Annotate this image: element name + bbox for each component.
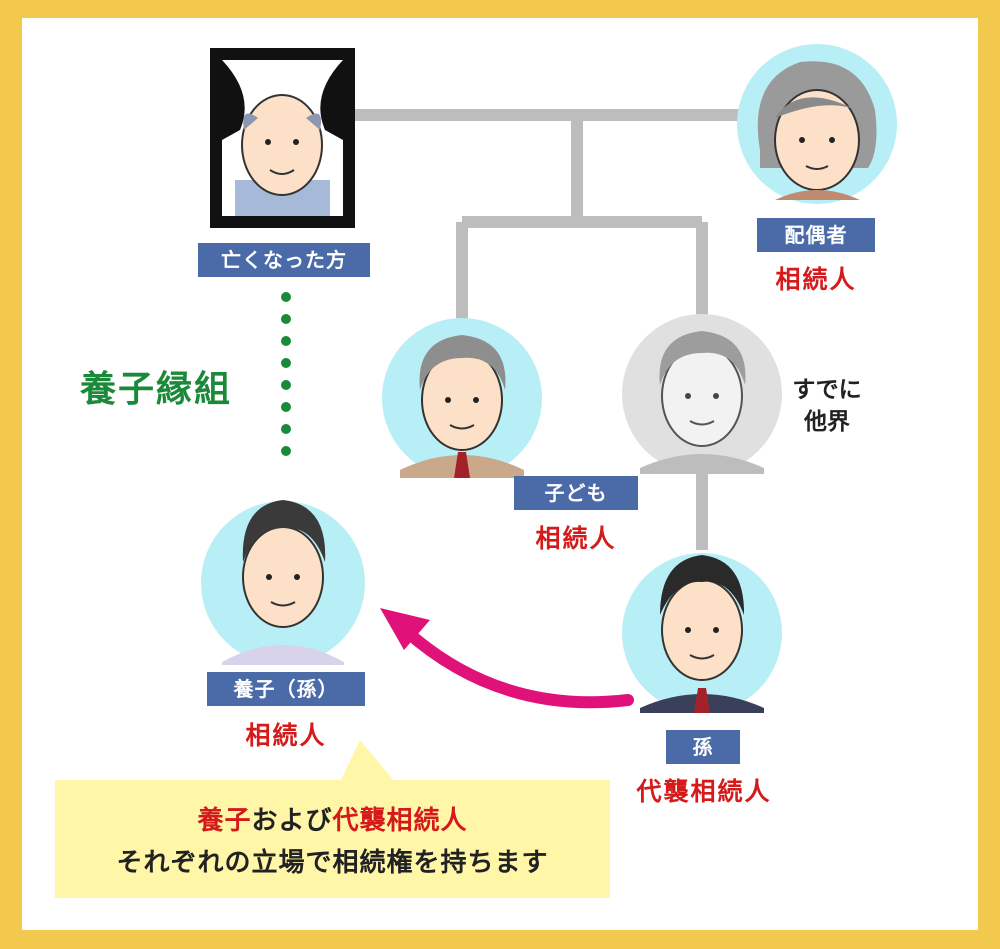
predeceased-note-line1: すでに: [792, 377, 862, 403]
adopted-role: 相続人: [245, 721, 327, 750]
spouse-role: 相続人: [775, 265, 857, 294]
adoption-dotted-line: [281, 292, 291, 456]
callout-bubble: [55, 740, 610, 898]
predeceased-note: すでに 他界: [792, 374, 862, 438]
callout-and: および: [251, 806, 333, 836]
young-man-suit-icon: [622, 553, 782, 713]
middle-aged-man-icon: [382, 318, 542, 478]
elderly-woman-icon: [737, 44, 897, 204]
spouse-tag: 配偶者: [757, 218, 875, 252]
callout-line1: 養子および代襲相続人: [55, 800, 610, 837]
young-man-shirt-icon: [201, 500, 365, 665]
callout-line2: それぞれの立場で相続権を持ちます: [116, 848, 549, 878]
representation-arrow: [380, 608, 634, 709]
child-role: 相続人: [535, 524, 617, 553]
callout-adopted: 養子: [197, 806, 252, 836]
grandchild-role: 代襲相続人: [636, 777, 772, 806]
adopted-tag: 養子（孫）: [207, 672, 365, 706]
deceased-tag: 亡くなった方: [198, 243, 370, 277]
predeceased-note-line2: 他界: [804, 409, 850, 435]
portrait-frame-icon: [210, 48, 355, 228]
callout-representative: 代襲相続人: [332, 806, 468, 836]
grandchild-tag: 孫: [666, 730, 740, 764]
connector-lines: [355, 109, 740, 550]
child-tag: 子ども: [514, 476, 638, 510]
middle-aged-man-grey-icon: [622, 314, 782, 474]
adoption-label: 養子縁組: [80, 369, 233, 410]
